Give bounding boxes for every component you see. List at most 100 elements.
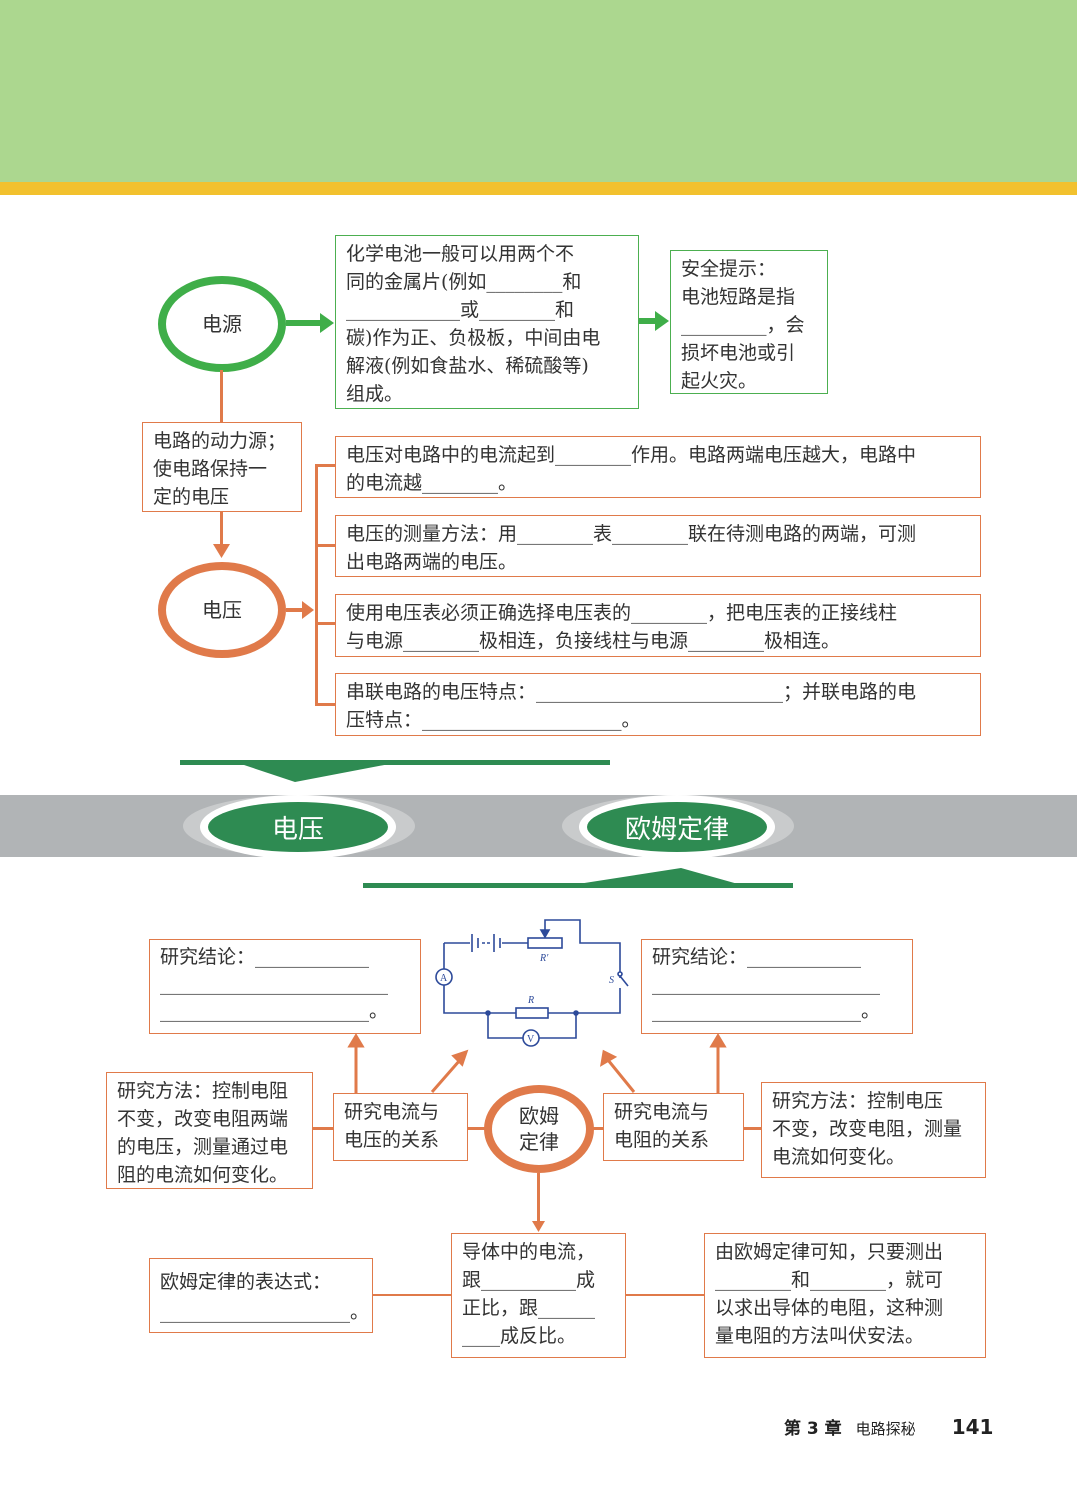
text-line: 使用电压表必须正确选择电压表的________，把电压表的正接线柱	[346, 602, 898, 624]
text-line: 研究电流与	[344, 1101, 440, 1123]
header-stripe	[0, 182, 1077, 195]
voltage-title-pill: 电压	[200, 795, 396, 859]
resistor-label: R	[527, 995, 534, 1006]
ammeter-label: A	[440, 973, 448, 984]
ohms-law-node: 欧姆定律	[484, 1085, 594, 1173]
text-line: 由欧姆定律可知，只要测出	[715, 1241, 944, 1263]
connector-line	[220, 370, 223, 422]
text-line: 串联电路的电压特点：__________________________；并联电…	[346, 681, 917, 703]
arrow-down-icon	[532, 1221, 545, 1232]
text-line: ______________________。	[160, 1000, 389, 1022]
text-line: 的电流越________。	[346, 472, 518, 494]
current-resistance-relation-box: 研究电流与电阻的关系	[603, 1093, 744, 1161]
text-line: 阻的电流如何变化。	[117, 1164, 289, 1186]
text-line: 组成。	[346, 383, 404, 405]
text-line: 化学电池一般可以用两个不	[346, 243, 575, 265]
connector-line	[313, 1127, 333, 1130]
power-source-node: 电源	[158, 276, 286, 372]
switch-label: S	[609, 975, 614, 986]
text-line: 研究方法：控制电阻	[117, 1080, 289, 1102]
bracket-tick	[315, 544, 335, 547]
text-line: 电流如何变化。	[772, 1146, 906, 1168]
text-line: ________________________	[160, 973, 388, 995]
text-line: 研究结论：____________	[652, 946, 862, 968]
voltage-effect-box: 电压对电路中的电流起到________作用。电路两端电压越大，电路中的电流越__…	[335, 436, 981, 498]
voltage-title: 电压	[271, 814, 324, 845]
text-line: 研究电流与	[614, 1101, 710, 1123]
current-voltage-relation-box: 研究电流与电压的关系	[333, 1093, 468, 1161]
arrow-down-icon	[213, 544, 230, 558]
connector-line	[744, 1127, 762, 1130]
voltage-node: 电压	[158, 562, 286, 658]
arrow-icon	[286, 601, 314, 619]
rheostat-label: R′	[539, 953, 549, 964]
text-line: ____________________。	[160, 1301, 370, 1323]
ohms-law-expression-box: 欧姆定律的表达式：____________________。	[149, 1258, 373, 1333]
header-banner	[0, 0, 1077, 182]
method-left-box: 研究方法：控制电阻不变，改变电阻两端的电压，测量通过电阻的电流如何变化。	[106, 1072, 313, 1189]
connector-line	[373, 1294, 452, 1296]
text-line: ________和________，就可	[715, 1269, 944, 1291]
text-line: 电压对电路中的电流起到________作用。电路两端电压越大，电路中	[346, 444, 917, 466]
text-line: ______________________。	[652, 1000, 881, 1022]
bracket-line	[315, 464, 318, 706]
connector-line	[537, 1173, 540, 1223]
text-line: 同的金属片(例如________和	[346, 271, 582, 293]
text-line: ____________或________和	[346, 299, 575, 321]
text-line: ________________________	[652, 973, 880, 995]
text-line: 正比，跟______	[462, 1297, 596, 1319]
chapter-title: 电路探秘	[855, 1420, 916, 1438]
text-line: 安全提示：	[681, 258, 777, 280]
arrows-to-conclusions	[347, 1034, 727, 1094]
ohm-label-2: 定律	[519, 1130, 559, 1154]
text-line: 跟__________成	[462, 1269, 596, 1291]
voltammetry-box: 由欧姆定律可知，只要测出 ________和________，就可以求出导体的电阻…	[704, 1233, 986, 1358]
power-role-box: 电路的动力源；使电路保持一定的电压	[142, 422, 302, 512]
text-line: 电压的关系	[344, 1129, 440, 1151]
voltage-measurement-box: 电压的测量方法：用________表________联在待测电路的两端，可测出电…	[335, 515, 981, 577]
conclusion-left-box: 研究结论：____________ _______________________…	[149, 939, 421, 1034]
text-line: 导体中的电流，	[462, 1241, 596, 1263]
arrow-icon	[286, 313, 334, 333]
text-line: 出电路两端的电压。	[346, 551, 518, 573]
text-line: 研究结论：____________	[160, 946, 370, 968]
text-line: 压特点：_____________________。	[346, 709, 641, 731]
text-line: 以求出导体的电阻，这种测	[715, 1297, 944, 1319]
text-line: 起火灾。	[681, 370, 758, 392]
page-number: 141	[951, 1415, 994, 1439]
ohms-law-statement-box: 导体中的电流，跟__________成正比，跟__________成反比。	[451, 1233, 626, 1358]
text-line: 损坏电池或引	[681, 342, 796, 364]
circuit-diagram: A S V R′ R	[435, 919, 629, 1047]
text-line: 不变，改变电阻，测量	[772, 1118, 963, 1140]
text-line: 碳)作为正、负极板，中间由电	[346, 327, 601, 349]
text-line: 电阻的关系	[614, 1129, 710, 1151]
connector-line	[626, 1294, 704, 1296]
text-line: 研究方法：控制电压	[772, 1090, 944, 1112]
text-line: 电压的测量方法：用________表________联在待测电路的两端，可测	[346, 523, 917, 545]
text-line: 电池短路是指	[681, 286, 796, 308]
divider-bottom	[363, 868, 793, 888]
circuit-voltage-features-box: 串联电路的电压特点：__________________________；并联电…	[335, 673, 981, 736]
connector-line	[220, 512, 223, 548]
safety-tip-box: 安全提示： 电池短路是指 _________，会损坏电池或引起火灾。	[670, 250, 828, 394]
chapter-number: 第 3 章	[784, 1419, 842, 1439]
text-line: 的电压，测量通过电	[117, 1136, 289, 1158]
text-line: 电路的动力源；	[153, 430, 287, 452]
divider-top	[180, 760, 610, 782]
section-band	[0, 795, 1077, 857]
power-source-label: 电源	[202, 312, 242, 336]
text-line: _________，会	[681, 314, 805, 336]
bracket-tick	[315, 622, 335, 625]
method-right-box: 研究方法：控制电压不变，改变电阻，测量电流如何变化。	[761, 1082, 986, 1178]
connector-line	[593, 1127, 604, 1130]
voltage-label: 电压	[202, 598, 242, 622]
bracket-tick	[315, 703, 335, 706]
text-line: 定的电压	[153, 486, 230, 508]
ohms-law-title-pill: 欧姆定律	[579, 795, 775, 859]
text-line: 解液(例如食盐水、稀硫酸等)	[346, 355, 589, 377]
battery-composition-box: 化学电池一般可以用两个不同的金属片(例如________和 ___________…	[335, 235, 639, 409]
voltmeter-usage-box: 使用电压表必须正确选择电压表的________，把电压表的正接线柱与电源____…	[335, 594, 981, 657]
footer: 第 3 章 电路探秘 141	[784, 1414, 993, 1439]
arrow-icon	[639, 311, 669, 331]
connector-line	[468, 1127, 486, 1130]
